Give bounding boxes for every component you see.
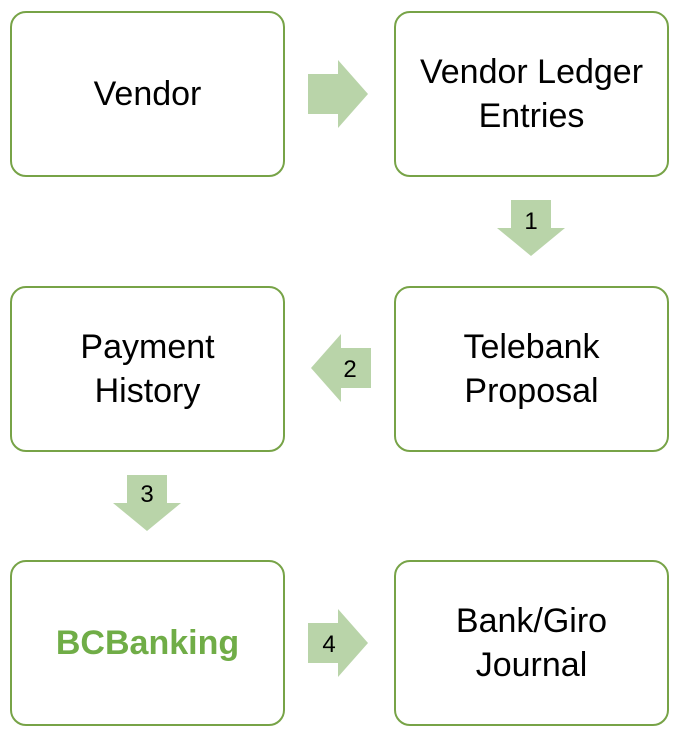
arrow-label-2: 2: [343, 356, 356, 383]
arrow-label-1: 1: [524, 208, 537, 235]
node-bank-giro-journal: Bank/Giro Journal: [394, 560, 669, 726]
arrow-label-4: 4: [322, 631, 335, 658]
node-telebank-proposal: Telebank Proposal: [394, 286, 669, 452]
arrow-telebank-to-payment: 2: [311, 334, 371, 402]
node-bcbanking: BCBanking: [10, 560, 285, 726]
node-vendor-ledger-entries: Vendor Ledger Entries: [394, 11, 669, 177]
arrow-vendor-to-ledger: [308, 60, 368, 128]
node-payment-history: Payment History: [10, 286, 285, 452]
arrow-ledger-to-telebank: 1: [497, 200, 565, 256]
arrow-label-3: 3: [140, 481, 153, 508]
arrow-payment-to-bcbanking: 3: [113, 475, 181, 531]
node-vendor: Vendor: [10, 11, 285, 177]
arrow-bcbanking-to-bankgiro: 4: [308, 609, 368, 677]
